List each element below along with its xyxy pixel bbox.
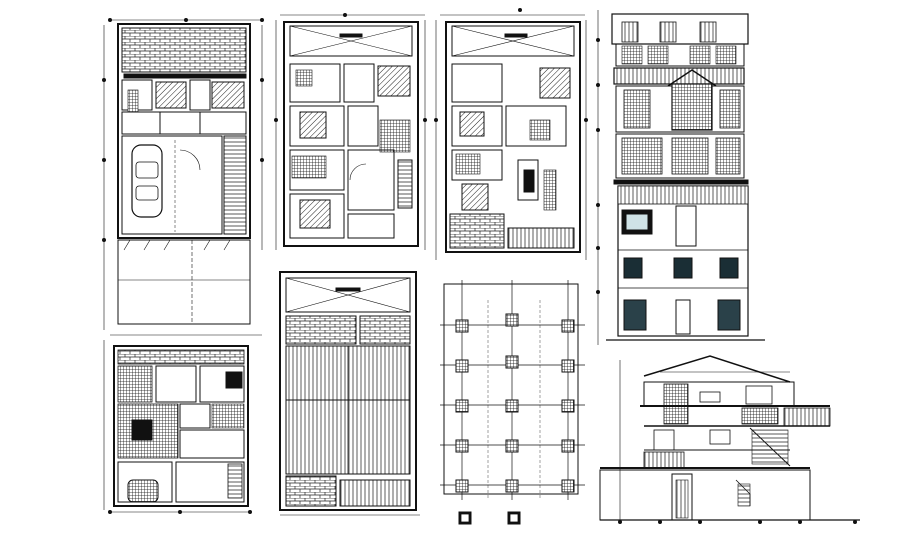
basement-car-icon (127, 479, 159, 503)
roof-plan (279, 271, 420, 516)
first-floor-plan (274, 13, 427, 250)
car-icon (131, 144, 163, 218)
ground-floor-plan (102, 18, 264, 336)
second-floor-plan (434, 8, 588, 260)
building-section (599, 355, 860, 524)
front-elevation (596, 10, 765, 345)
basement-plan (103, 340, 252, 514)
column-layout-plan (440, 280, 585, 525)
